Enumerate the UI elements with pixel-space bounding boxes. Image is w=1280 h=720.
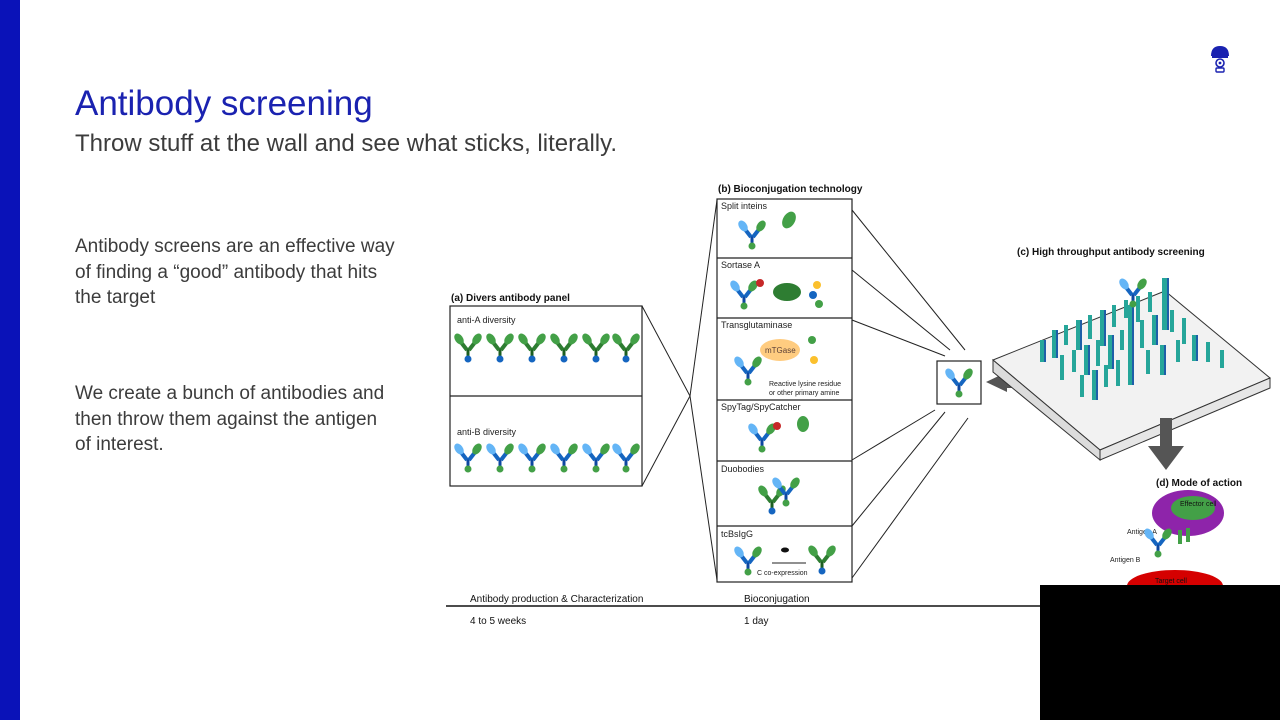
timeline-duration-2: 1 day bbox=[744, 616, 768, 627]
timeline-stage-2: Bioconjugation bbox=[744, 594, 810, 605]
method-transglutaminase: Transglutaminase bbox=[721, 320, 792, 330]
panel-connectors bbox=[641, 199, 718, 581]
anti-b-antibodies bbox=[450, 439, 644, 475]
antigen-a-label: Antigen A bbox=[1127, 529, 1157, 536]
method-split-inteins: Split inteins bbox=[721, 201, 768, 211]
timeline-duration-1: 4 to 5 weeks bbox=[470, 616, 526, 627]
anti-b-label: anti-B diversity bbox=[457, 427, 517, 437]
paragraph-create: We create a bunch of antibodies and then… bbox=[75, 383, 385, 456]
slide-title: Antibody screening bbox=[75, 84, 373, 123]
method-duobodies: Duobodies bbox=[721, 464, 765, 474]
center-antibody-box bbox=[936, 360, 982, 405]
coexpression-label: C co-expression bbox=[757, 570, 808, 577]
mtgase-label: mTGase bbox=[765, 346, 796, 355]
anti-a-label: anti-A diversity bbox=[457, 315, 516, 325]
antibody-figure: (a) Divers antibody panel anti-A diversi… bbox=[446, 184, 1271, 627]
screening-plate bbox=[992, 278, 1271, 462]
paragraph-screens: Antibody screens are an effective way of… bbox=[75, 236, 395, 309]
method-sortase-a: Sortase A bbox=[721, 260, 760, 270]
panel-d-title: (d) Mode of action bbox=[1156, 478, 1242, 489]
accent-bar bbox=[0, 0, 20, 720]
down-arrow bbox=[1148, 418, 1184, 470]
target-cell-label: Target cell bbox=[1155, 578, 1187, 585]
slide-subtitle: Throw stuff at the wall and see what sti… bbox=[75, 130, 618, 157]
lysine-note-1: Reactive lysine residue bbox=[769, 381, 841, 388]
effector-label: Effector cell bbox=[1180, 501, 1217, 508]
panel-b-title: (b) Bioconjugation technology bbox=[718, 184, 863, 195]
timeline-stage-1: Antibody production & Characterization bbox=[470, 594, 643, 605]
method-tcbsigg: tcBsIgG bbox=[721, 529, 753, 539]
lysine-note-2: or other primary amine bbox=[769, 390, 840, 397]
anti-a-antibodies bbox=[450, 329, 644, 365]
panel-c-title: (c) High throughput antibody screening bbox=[1017, 247, 1205, 258]
video-overlay-box bbox=[1040, 585, 1280, 720]
antigen-b-label: Antigen B bbox=[1110, 557, 1141, 564]
panel-b-boxes bbox=[716, 198, 853, 583]
method-spytag: SpyTag/SpyCatcher bbox=[721, 402, 801, 412]
robot-mascot-icon bbox=[1211, 46, 1229, 73]
convergence-arrows bbox=[851, 209, 969, 579]
panel-a-title: (a) Divers antibody panel bbox=[451, 293, 570, 304]
